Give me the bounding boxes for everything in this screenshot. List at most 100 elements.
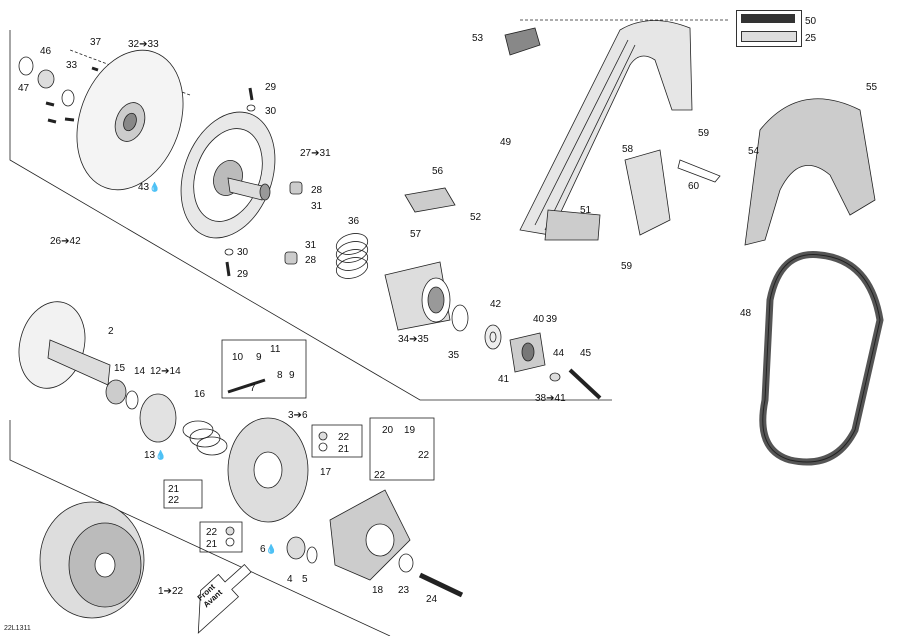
warning-decal-50-25 (736, 10, 802, 47)
callout-19: 19 (404, 425, 416, 436)
callout-59b: 59 (621, 261, 633, 272)
rod-60 (677, 159, 721, 183)
callout-38-41: 38➔41 (535, 393, 566, 404)
callout-1-22: 1➔22 (158, 586, 184, 597)
drive-pulley-assembly (39, 501, 145, 619)
ring-33 (61, 89, 75, 107)
callout-26-42: 26➔42 (50, 236, 81, 247)
callout-12-14: 12➔14 (150, 366, 181, 377)
spacer-4 (286, 536, 306, 560)
callout-23: 23 (398, 585, 410, 596)
callout-30b: 30 (237, 247, 249, 258)
callout-21: 21 (338, 444, 350, 455)
callout-47: 47 (18, 83, 30, 94)
front-arrow-icon (197, 563, 252, 634)
callout-3-6: 3➔6 (288, 410, 308, 421)
callout-21b: 21 (168, 484, 180, 495)
callout-20: 20 (382, 425, 394, 436)
bracket-58 (624, 149, 671, 236)
callout-8: 8 (277, 370, 283, 381)
callout-21c: 21 (206, 539, 218, 550)
callout-27-31: 27➔31 (300, 148, 331, 159)
callout-29b: 29 (237, 269, 249, 280)
callout-2: 2 (108, 326, 114, 337)
callout-48: 48 (740, 308, 752, 319)
spider-3-6 (227, 417, 309, 523)
callout-4: 4 (287, 574, 293, 585)
drive-sheave-2 (18, 301, 111, 389)
ring-14 (125, 390, 139, 410)
washer-47 (18, 56, 34, 76)
governor-cup-18 (329, 489, 411, 581)
callout-37: 37 (90, 37, 102, 48)
callout-52: 52 (470, 212, 482, 223)
callout-42: 42 (490, 299, 502, 310)
detail-box-22-21b (199, 521, 243, 553)
callout-53: 53 (472, 33, 484, 44)
ring-35 (451, 304, 469, 332)
callout-56: 56 (432, 166, 444, 177)
callout-51: 51 (580, 205, 592, 216)
callout-58: 58 (622, 144, 634, 155)
callout-22b: 22 (168, 495, 180, 506)
callout-7: 7 (250, 383, 256, 394)
belt-guard-49 (519, 20, 693, 241)
cam-34-35 (384, 261, 451, 331)
callout-31b: 31 (305, 240, 317, 251)
callout-5: 5 (302, 574, 308, 585)
latch-56 (404, 187, 456, 213)
callout-36: 36 (348, 216, 360, 227)
callout-13: 13💧 (144, 450, 167, 461)
callout-54: 54 (748, 146, 760, 157)
callout-10: 10 (232, 352, 244, 363)
callout-14: 14 (134, 366, 146, 377)
callout-15: 15 (114, 363, 126, 374)
callout-40: 40 (533, 314, 545, 325)
callout-34-35: 34➔35 (398, 334, 429, 345)
callout-46: 46 (40, 46, 52, 57)
callout-32-33: 32➔33 (128, 39, 159, 50)
spring-seat-12 (139, 393, 177, 443)
callout-17: 17 (320, 467, 332, 478)
driven-pulley-group-frame (9, 30, 612, 401)
detail-box-21-22 (163, 479, 203, 509)
callout-39: 39 (546, 314, 558, 325)
washer-23 (398, 553, 414, 573)
bearing-15 (105, 379, 127, 405)
callout-18: 18 (372, 585, 384, 596)
slider-button-28b (284, 251, 298, 265)
spring-16 (182, 420, 228, 456)
callout-55: 55 (866, 82, 878, 93)
slider-button-28 (289, 181, 303, 195)
part-53 (504, 27, 541, 56)
callout-22d: 22 (418, 450, 430, 461)
washer-42 (484, 324, 502, 350)
callout-30: 30 (265, 106, 277, 117)
fixed-sheave-disc (76, 49, 184, 191)
callout-41: 41 (498, 374, 510, 385)
callout-43: 43💧 (138, 182, 161, 193)
callout-60: 60 (688, 181, 700, 192)
drive-belt-48 (759, 251, 884, 466)
callout-25: 25 (805, 33, 817, 44)
detail-box-arms (221, 339, 307, 399)
ring-5 (306, 546, 318, 564)
callout-45: 45 (580, 348, 592, 359)
callout-33: 33 (66, 60, 78, 71)
callout-29: 29 (265, 82, 277, 93)
drive-pulley-group-frame (9, 420, 391, 636)
callout-50: 50 (805, 16, 817, 27)
detail-box-22-21 (311, 424, 363, 458)
callout-24: 24 (426, 594, 438, 605)
callout-31: 31 (311, 201, 323, 212)
callout-49: 49 (500, 137, 512, 148)
callout-11: 11 (270, 344, 281, 355)
callout-28: 28 (311, 185, 323, 196)
callout-35: 35 (448, 350, 460, 361)
callout-59: 59 (698, 128, 710, 139)
callout-44: 44 (553, 348, 565, 359)
detail-box-20-19 (369, 417, 435, 481)
drawing-code: 22L1311 (4, 625, 31, 632)
